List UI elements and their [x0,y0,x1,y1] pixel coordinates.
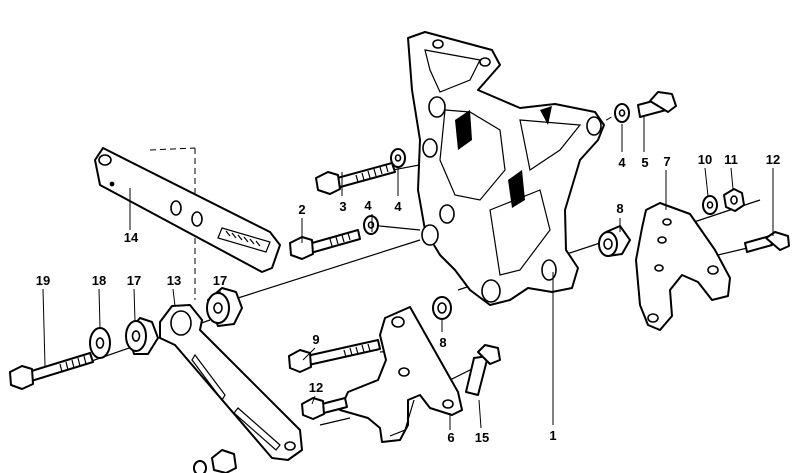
callout-17-top: 17 [213,273,227,288]
callout-15: 15 [475,430,489,445]
callout-12-right: 12 [766,152,780,167]
washer-4-top [614,103,630,123]
bushing-17-top [206,287,243,327]
callout-8-low: 8 [439,335,446,350]
bushing-17-left [125,317,159,355]
callout-19: 19 [36,273,50,288]
bolt-3 [315,162,396,195]
bolt-19 [9,352,94,390]
washer-10 [702,195,718,215]
front-bracket [339,306,463,443]
callout-17-left: 17 [127,273,141,288]
main-bracket [407,31,605,306]
callout-11: 11 [724,152,738,167]
nut-11 [723,188,745,212]
bushing-8-right [598,225,631,257]
nut-bottom [193,449,237,473]
callout-13: 13 [167,273,181,288]
leader-lines [42,117,774,430]
callout-4-mid: 4 [394,199,402,214]
callout-8-right: 8 [616,201,623,216]
bolt-12-lower [301,397,348,420]
callout-10: 10 [698,152,712,167]
callout-4-top: 4 [618,155,626,170]
bushing-8-low [432,296,452,320]
callout-6: 6 [447,430,454,445]
callout-4-low: 4 [364,198,372,213]
lower-arm [159,304,303,461]
callout-12-lower: 12 [309,380,323,395]
callout-5: 5 [641,155,648,170]
adjusting-strap [94,147,281,273]
callout-1: 1 [549,428,556,443]
bolt-5 [637,91,677,118]
callout-14: 14 [124,230,139,245]
washer-18 [89,327,111,359]
callout-9: 9 [312,332,319,347]
callout-7: 7 [663,154,670,169]
right-plate [635,202,731,331]
callout-18: 18 [92,273,106,288]
bolt-15 [465,344,501,396]
washer-4-low [363,215,379,235]
bolt-12-right [744,231,790,253]
washer-4-mid [390,148,406,168]
bolt-2 [289,229,361,260]
callout-2: 2 [298,202,305,217]
bolt-9 [288,339,381,373]
callouts: 1 2 3 4 4 4 5 6 7 8 8 9 10 11 12 12 13 1… [36,152,780,445]
callout-3: 3 [339,199,346,214]
